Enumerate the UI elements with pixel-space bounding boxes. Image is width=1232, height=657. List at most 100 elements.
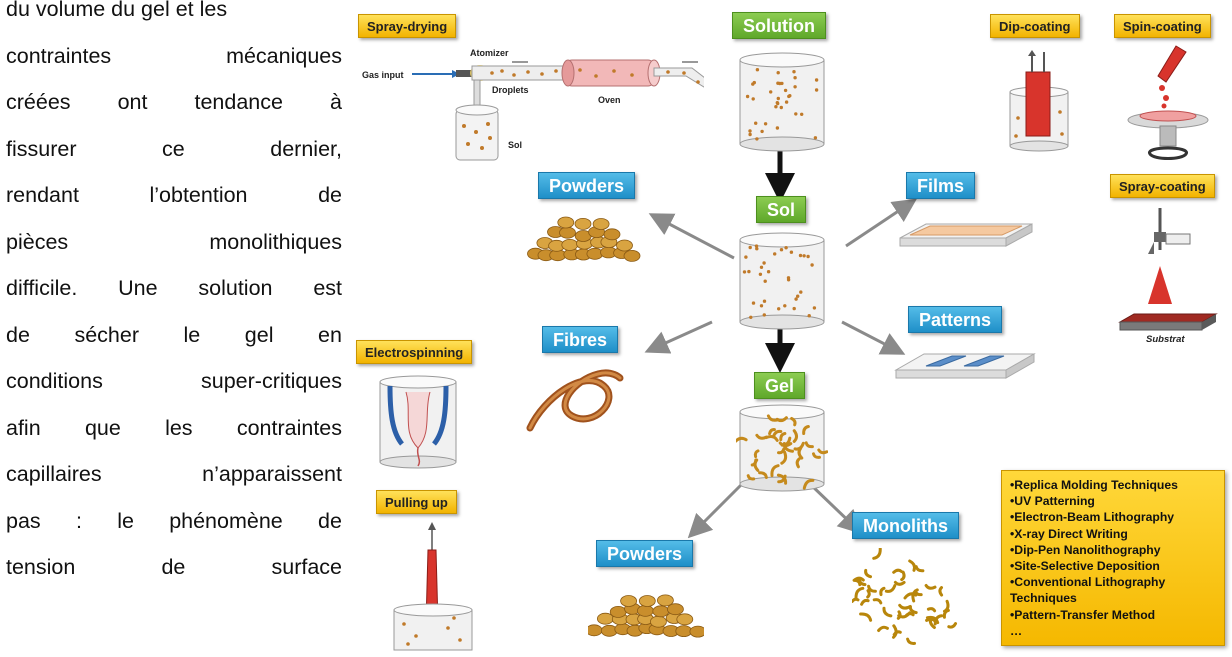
dip-coating-illustration	[1009, 50, 1069, 152]
paragraph-word: conditions	[6, 369, 103, 393]
powders-bottom-illustration	[588, 594, 704, 638]
fibres-label: Fibres	[542, 326, 619, 353]
paragraph-line: pas: le phénomène de	[6, 498, 342, 545]
gel-label: Gel	[754, 372, 806, 399]
paragraph-word: est	[313, 276, 342, 300]
paragraph-word: ce	[162, 136, 185, 161]
technique-item: •Pattern-Transfer Method	[1010, 607, 1156, 622]
spin-coating-label: Spin-coating	[1114, 14, 1211, 38]
arrow-to-fibres	[644, 320, 713, 354]
solution-container-illustration	[739, 52, 825, 152]
paragraph-word: créées	[6, 90, 71, 114]
atomizer-label: Atomizer	[470, 48, 509, 58]
technique-item: …	[1010, 623, 1023, 638]
paragraph-word: les	[165, 415, 193, 440]
paragraph-line: du volume du gel et les	[6, 0, 228, 21]
paragraph-word: surface	[271, 555, 342, 579]
monoliths-illustration	[852, 548, 957, 645]
spray-coating-label: Spray-coating	[1110, 174, 1215, 198]
oven-label: Oven	[598, 95, 621, 105]
films-illustration	[899, 223, 1033, 247]
paragraph-word: de	[161, 555, 186, 579]
technique-item: Techniques	[1010, 591, 1077, 606]
patterns-label: Patterns	[908, 306, 1003, 333]
arrow-to-powders-top	[648, 213, 735, 260]
paragraph-word: phénomène	[169, 508, 283, 533]
powders-top-label: Powders	[538, 172, 636, 199]
paragraph-line: afin que les contraintes	[6, 405, 342, 452]
spray-coating-illustration	[1118, 208, 1218, 331]
spray-drying-label: Spray-drying	[358, 14, 457, 38]
paragraph-word: contraintes	[6, 43, 112, 68]
paragraph-line: capillaires n’apparaissent	[6, 451, 342, 498]
sol-container-illustration	[739, 232, 825, 330]
solution-label: Solution	[732, 12, 826, 39]
technique-item: •Dip-Pen Nanolithography	[1010, 542, 1161, 557]
paragraph-word: n’apparaissent	[202, 462, 342, 486]
patterns-illustration	[894, 353, 1036, 379]
paragraph-word: gel	[244, 322, 274, 347]
paragraph-word: afin	[6, 415, 41, 440]
paragraph-word: solution	[198, 276, 273, 300]
gel-container-illustration	[736, 404, 828, 492]
paragraph-word: fissurer	[6, 136, 77, 161]
monoliths-label: Monoliths	[852, 512, 959, 539]
paragraph-word: contraintes	[236, 415, 342, 440]
paragraph-word: de	[6, 322, 30, 347]
paragraph-word: dernier,	[270, 136, 342, 161]
technique-item: •UV Patterning	[1010, 494, 1095, 509]
paragraph-word: que	[84, 415, 121, 440]
patterning-techniques-box: •Replica Molding Techniques •UV Patterni…	[1001, 470, 1225, 646]
fibres-illustration	[526, 369, 624, 432]
pulling-up-illustration	[393, 522, 473, 651]
paragraph-word: ont	[117, 90, 148, 114]
arrow-to-patterns	[841, 320, 906, 355]
paragraph-word: rendant	[6, 183, 79, 207]
technique-item: •Electron-Beam Lithography	[1010, 510, 1175, 525]
technique-item: •Site-Selective Deposition	[1010, 559, 1160, 574]
paragraph-word: monolithiques	[209, 229, 342, 254]
substrat-label: Substrat	[1146, 334, 1185, 345]
paragraph-line: contraintes mécaniques	[6, 33, 342, 80]
paragraph-line: pièces monolithiques	[6, 219, 342, 266]
arrow-to-films	[845, 198, 917, 248]
paragraph-word: sécher	[74, 322, 139, 347]
paragraph-word: pièces	[6, 229, 69, 254]
paragraph-word: de	[318, 508, 342, 533]
paragraph-line: tension de surface	[6, 544, 342, 591]
paragraph-word: le	[117, 508, 134, 533]
paragraph-line: fissurer ce dernier,	[6, 126, 342, 173]
paragraph-word: capillaires	[6, 462, 102, 486]
arrows-layer	[644, 150, 917, 539]
spin-coating-illustration	[1127, 45, 1209, 160]
paragraph-word: difficile.	[6, 276, 78, 300]
technique-item: •X-ray Direct Writing	[1010, 526, 1128, 541]
powders-bottom-label: Powders	[596, 540, 694, 567]
paragraph-word: tension	[6, 555, 76, 579]
electrospinning-label: Electrospinning	[356, 340, 473, 364]
arrow-to-monoliths	[808, 482, 863, 535]
paragraph-word: en	[318, 322, 342, 347]
sol-label: Sol	[756, 196, 807, 223]
body-paragraph: du volume du gel et les contraintes mécan…	[6, 0, 342, 591]
paragraph-word: à	[330, 90, 342, 114]
technique-item: •Replica Molding Techniques	[1010, 478, 1178, 492]
spray-drying-apparatus-illustration	[412, 59, 704, 161]
technique-item: •Conventional Lithography	[1010, 575, 1166, 590]
paragraph-word: :	[75, 508, 82, 533]
paragraph-word: pas	[6, 508, 41, 533]
electrospinning-illustration	[379, 375, 457, 469]
dip-coating-label: Dip-coating	[990, 14, 1080, 38]
droplets-label: Droplets	[492, 85, 529, 95]
arrow-to-powders-bottom	[687, 482, 744, 539]
paragraph-word: mécaniques	[226, 43, 342, 68]
pulling-up-label: Pulling up	[376, 490, 457, 514]
powders-top-illustration	[527, 216, 641, 262]
paragraph-word: l’obtention	[149, 183, 248, 207]
paragraph-word: tendance	[194, 90, 283, 114]
films-label: Films	[906, 172, 976, 199]
